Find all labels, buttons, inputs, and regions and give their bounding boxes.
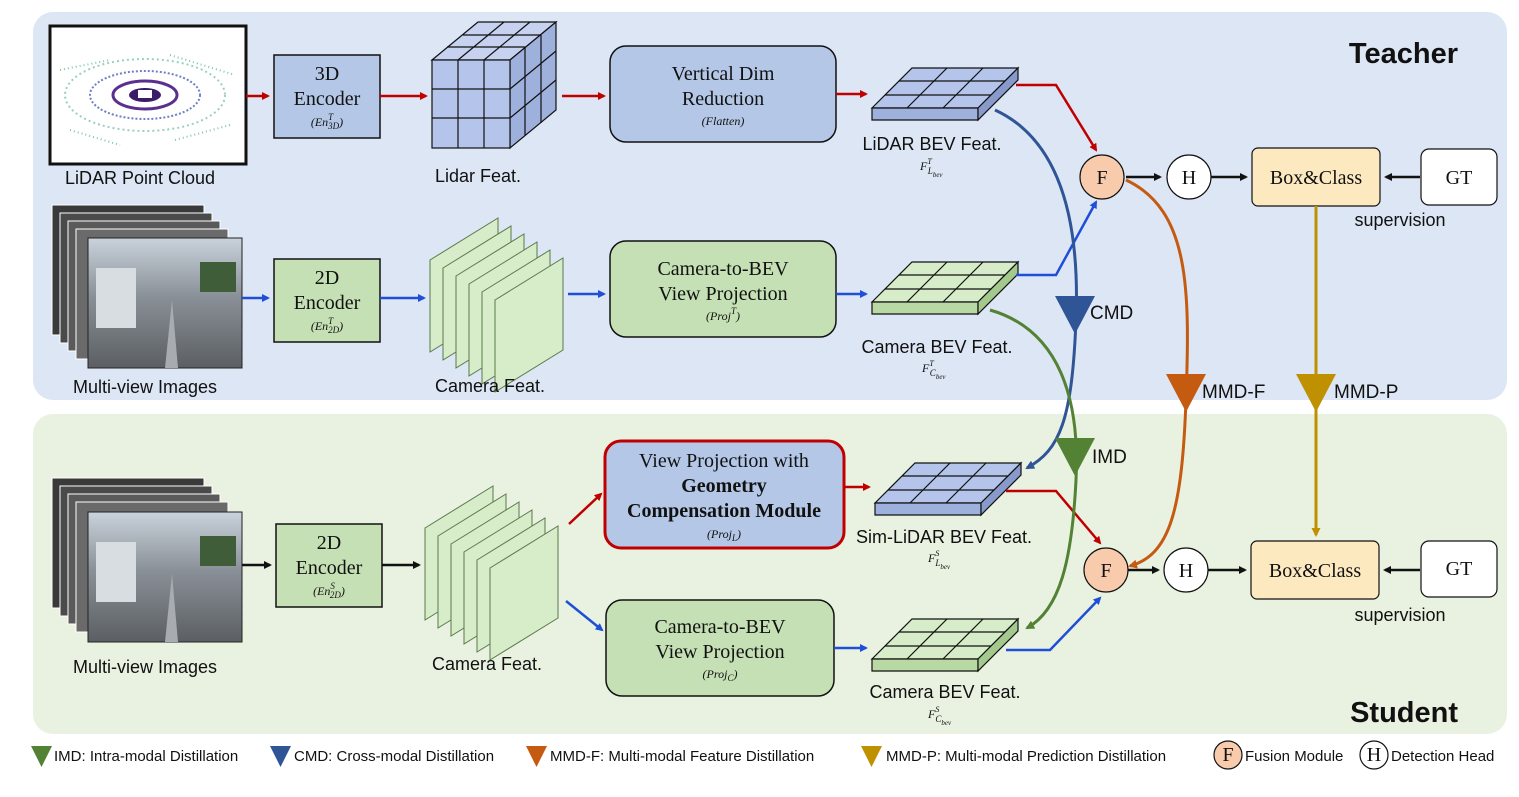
teacher-title: Teacher (1349, 38, 1458, 70)
teacher-panel (33, 12, 1507, 400)
student-flow-arrows (242, 483, 1420, 652)
imd-triangle-marker (1055, 438, 1095, 476)
teacher-camera-feat-stack (429, 217, 564, 393)
vertical-dim-reduction-box: Vertical Dim Reduction (Flatten) (609, 45, 837, 143)
svg-text:Vertical Dim: Vertical Dim (672, 63, 775, 85)
legend-fusion-text: Fusion Module (1245, 748, 1343, 765)
teacher-fusion-node (1079, 154, 1125, 200)
mmd-p-triangle-marker (1296, 374, 1336, 412)
legend-fusion-symbol: F (1222, 744, 1233, 766)
teacher-camera-to-bev-box: Camera-to-BEV View Projection (ProjT) (609, 240, 837, 338)
imd-curve (989, 308, 1078, 630)
legend-fusion-marker (1213, 740, 1243, 770)
svg-text:Encoder: Encoder (294, 292, 361, 314)
teacher-gt-label: GT (1446, 167, 1473, 189)
sim-lidar-bev-grid (873, 461, 1023, 517)
teacher-supervision-label: supervision (1354, 210, 1445, 230)
legend-cmd-text: CMD: Cross-modal Distillation (294, 748, 494, 765)
teacher-flow-arrows (242, 83, 1420, 302)
teacher-lidar-bev-label: LiDAR BEV Feat. (862, 134, 1001, 154)
teacher-lidar-bev-grid (870, 66, 1020, 122)
svg-text:Encoder: Encoder (294, 88, 361, 110)
geometry-compensation-box: View Projection with Geometry Compensati… (603, 439, 846, 550)
student-gt-box (1420, 540, 1498, 598)
legend-mmd-f-text: MMD-F: Multi-modal Feature Distillation (550, 748, 814, 765)
student-title: Student (1350, 697, 1458, 729)
lidar-feat-label: Lidar Feat. (435, 166, 521, 186)
sim-lidar-bev-label: Sim-LiDAR BEV Feat. (856, 527, 1032, 547)
svg-text:3D: 3D (315, 63, 339, 85)
lidar-feat-cube (430, 20, 558, 150)
svg-text:Camera-to-BEV: Camera-to-BEV (657, 258, 789, 280)
mmd-f-triangle-marker (1166, 374, 1206, 412)
student-camera-bev-grid (870, 617, 1020, 673)
teacher-multiview-images (51, 204, 243, 369)
svg-text:View Projection: View Projection (655, 641, 784, 663)
student-head-label: H (1179, 560, 1193, 582)
imd-label: IMD (1092, 447, 1127, 468)
mmd-p-label: MMD-P (1334, 382, 1398, 403)
legend-imd-text: IMD: Intra-modal Distillation (54, 748, 238, 765)
student-camera-to-bev-box: Camera-to-BEV View Projection (ProjC) (605, 599, 835, 697)
svg-text:Camera-to-BEV: Camera-to-BEV (654, 616, 786, 638)
svg-text:(ProjC): (ProjC) (703, 667, 738, 683)
legend-mmd-p-text: MMD-P: Multi-modal Prediction Distillati… (886, 748, 1166, 765)
student-camera-feat-stack (424, 485, 559, 661)
svg-text:View Projection: View Projection (658, 283, 787, 305)
legend-cmd-marker (270, 746, 291, 767)
teacher-box-class-label: Box&Class (1270, 167, 1362, 189)
student-supervision-label: supervision (1354, 605, 1445, 625)
student-camera-bev-label: Camera BEV Feat. (869, 682, 1020, 702)
svg-text:(Flatten): (Flatten) (702, 114, 745, 128)
legend-imd-marker (31, 746, 52, 767)
svg-text:Geometry: Geometry (681, 475, 767, 497)
student-multiview-images (51, 477, 243, 643)
svg-text:(ProjT): (ProjT) (706, 306, 740, 323)
teacher-camera-bev-grid (870, 260, 1020, 316)
teacher-camera-bev-label: Camera BEV Feat. (861, 337, 1012, 357)
teacher-fusion-label: F (1096, 167, 1107, 189)
student-gt-label: GT (1446, 558, 1473, 580)
student-camera-feat-label: Camera Feat. (432, 654, 542, 674)
legend: IMD: Intra-modal Distillation CMD: Cross… (31, 740, 1494, 770)
teacher-images-label: Multi-view Images (73, 377, 217, 397)
teacher-gt-box (1420, 148, 1498, 206)
lidar-point-cloud-image (48, 24, 248, 166)
teacher-head-label: H (1182, 167, 1196, 189)
student-fusion-label: F (1100, 560, 1111, 582)
student-box-class (1250, 540, 1380, 600)
teacher-camera-feat-label: Camera Feat. (435, 376, 545, 396)
legend-head-marker (1359, 740, 1389, 770)
legend-mmd-f-marker (526, 746, 547, 767)
mmd-f-label: MMD-F (1202, 382, 1265, 403)
svg-text:Compensation Module: Compensation Module (627, 500, 821, 522)
cmd-triangle-marker (1055, 296, 1095, 334)
svg-text:2D: 2D (315, 267, 339, 289)
legend-head-text: Detection Head (1391, 748, 1494, 765)
svg-text:(ProjL): (ProjL) (707, 527, 741, 543)
svg-text:2D: 2D (317, 532, 341, 554)
legend-mmd-p-marker (861, 746, 882, 767)
lidar-input-label: LiDAR Point Cloud (65, 168, 215, 188)
student-box-class-label: Box&Class (1269, 560, 1361, 582)
svg-text:View Projection with: View Projection with (639, 450, 809, 472)
svg-text:Encoder: Encoder (296, 557, 363, 579)
student-panel (33, 414, 1507, 734)
cmd-label: CMD (1090, 303, 1133, 324)
legend-head-symbol: H (1367, 744, 1381, 766)
svg-text:Reduction: Reduction (682, 88, 764, 110)
student-images-label: Multi-view Images (73, 657, 217, 677)
